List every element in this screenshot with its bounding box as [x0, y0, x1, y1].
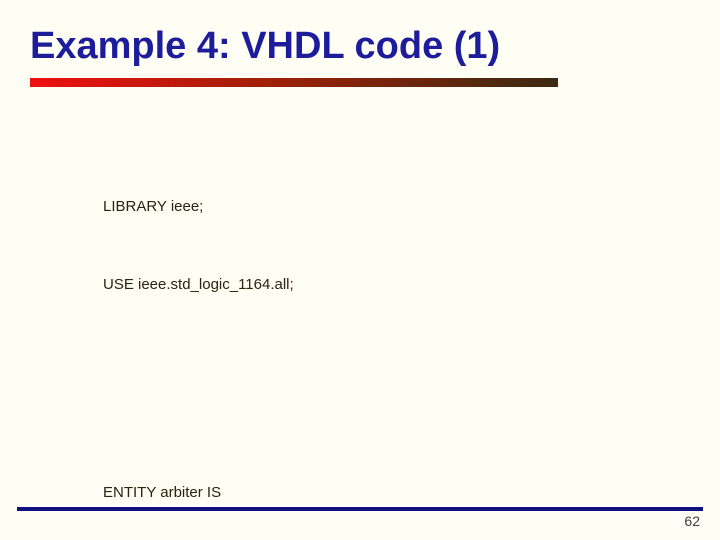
slide-title: Example 4: VHDL code (1)	[30, 25, 501, 67]
code-line-blank	[103, 376, 601, 402]
footer-rule-highlight	[17, 505, 703, 506]
vhdl-code-block: LIBRARY ieee; USE ieee.std_logic_1164.al…	[103, 116, 601, 540]
code-line-use: USE ieee.std_logic_1164.all;	[103, 276, 294, 293]
footer-rule	[17, 507, 703, 511]
code-line-library: LIBRARY ieee;	[103, 198, 204, 215]
page-number: 62	[684, 513, 700, 529]
title-rule-bar	[30, 78, 558, 87]
code-line-entity-header: ENTITY arbiter IS	[103, 484, 222, 501]
